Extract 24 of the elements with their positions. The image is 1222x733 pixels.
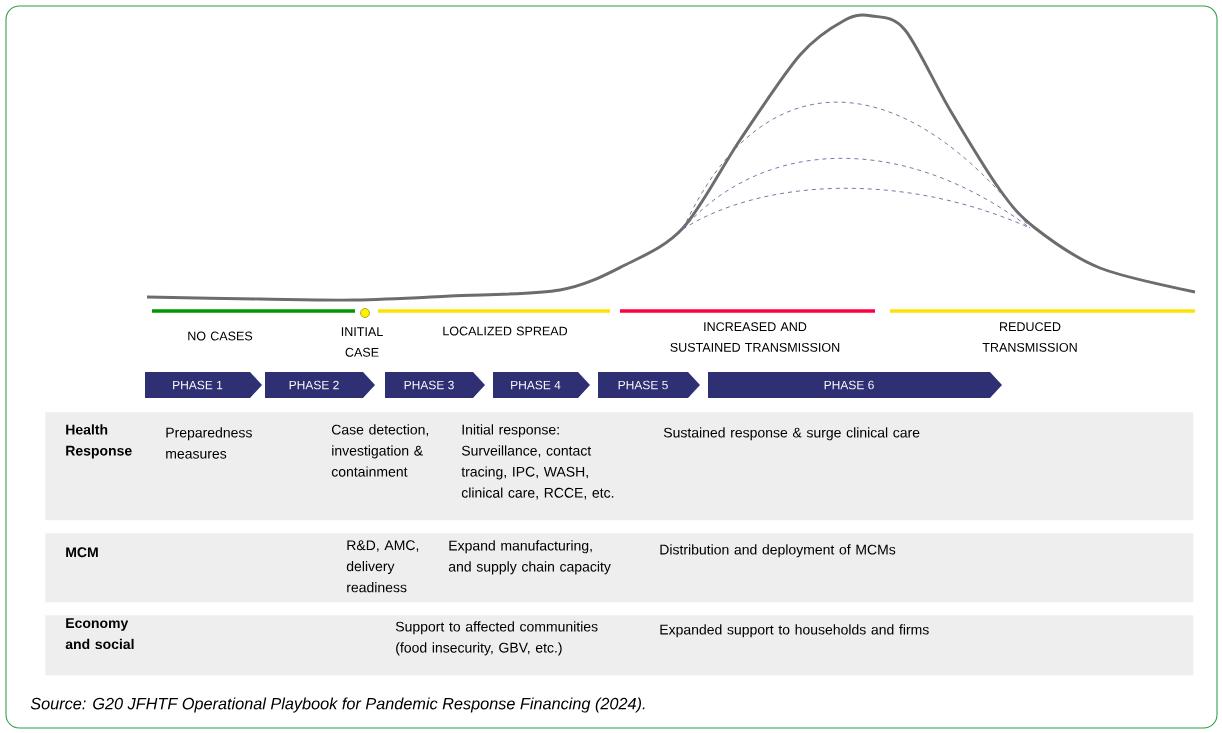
- stage-label: INCREASED AND SUSTAINED TRANSMISSION: [670, 322, 840, 352]
- caption: Source: G20 JFHTF Operational Playbook for Pandemic Response Financing (2024).: [30, 697, 645, 713]
- row-heading: MCM: [66, 547, 98, 558]
- cell-text: Sustained response & surge clinical care: [663, 427, 920, 441]
- cell-text: Expanded support to households and firms: [660, 624, 929, 638]
- stage-label: LOCALIZED SPREAD: [443, 326, 568, 336]
- phase-banner: PHASE 1: [145, 372, 262, 398]
- phase-banner: PHASE 4: [493, 372, 590, 398]
- phase-banner: PHASE 3: [385, 372, 485, 398]
- cell-text: Distribution and deployment of MCMs: [660, 544, 896, 558]
- cell-text: Support to affected communities (food insecurity, GBV, etc.): [395, 621, 598, 656]
- row-heading: Health Response: [66, 424, 132, 459]
- cell-text: Preparedness measures: [166, 427, 252, 459]
- cell-text: Initial response: Surveillance, contact tracing, IPC, WASH, clinical care, RCCE, etc.: [461, 424, 614, 500]
- cell-text: R&D, AMC, delivery readiness: [346, 540, 419, 593]
- row-heading: Economy and social: [65, 618, 134, 650]
- stage-label: NO CASES: [188, 331, 253, 341]
- phase-banner: PHASE 6: [708, 372, 1002, 398]
- cell-text: Expand manufacturing, and supply chain capacity: [448, 540, 611, 575]
- stage-label: REDUCED TRANSMISSION: [982, 322, 1077, 352]
- phase-banner: PHASE 2: [265, 372, 375, 398]
- phase-banner: PHASE 5: [598, 372, 700, 398]
- cell-text: Case detection, investigation & containment: [331, 424, 429, 477]
- stage-label: INITIAL CASE: [341, 327, 383, 357]
